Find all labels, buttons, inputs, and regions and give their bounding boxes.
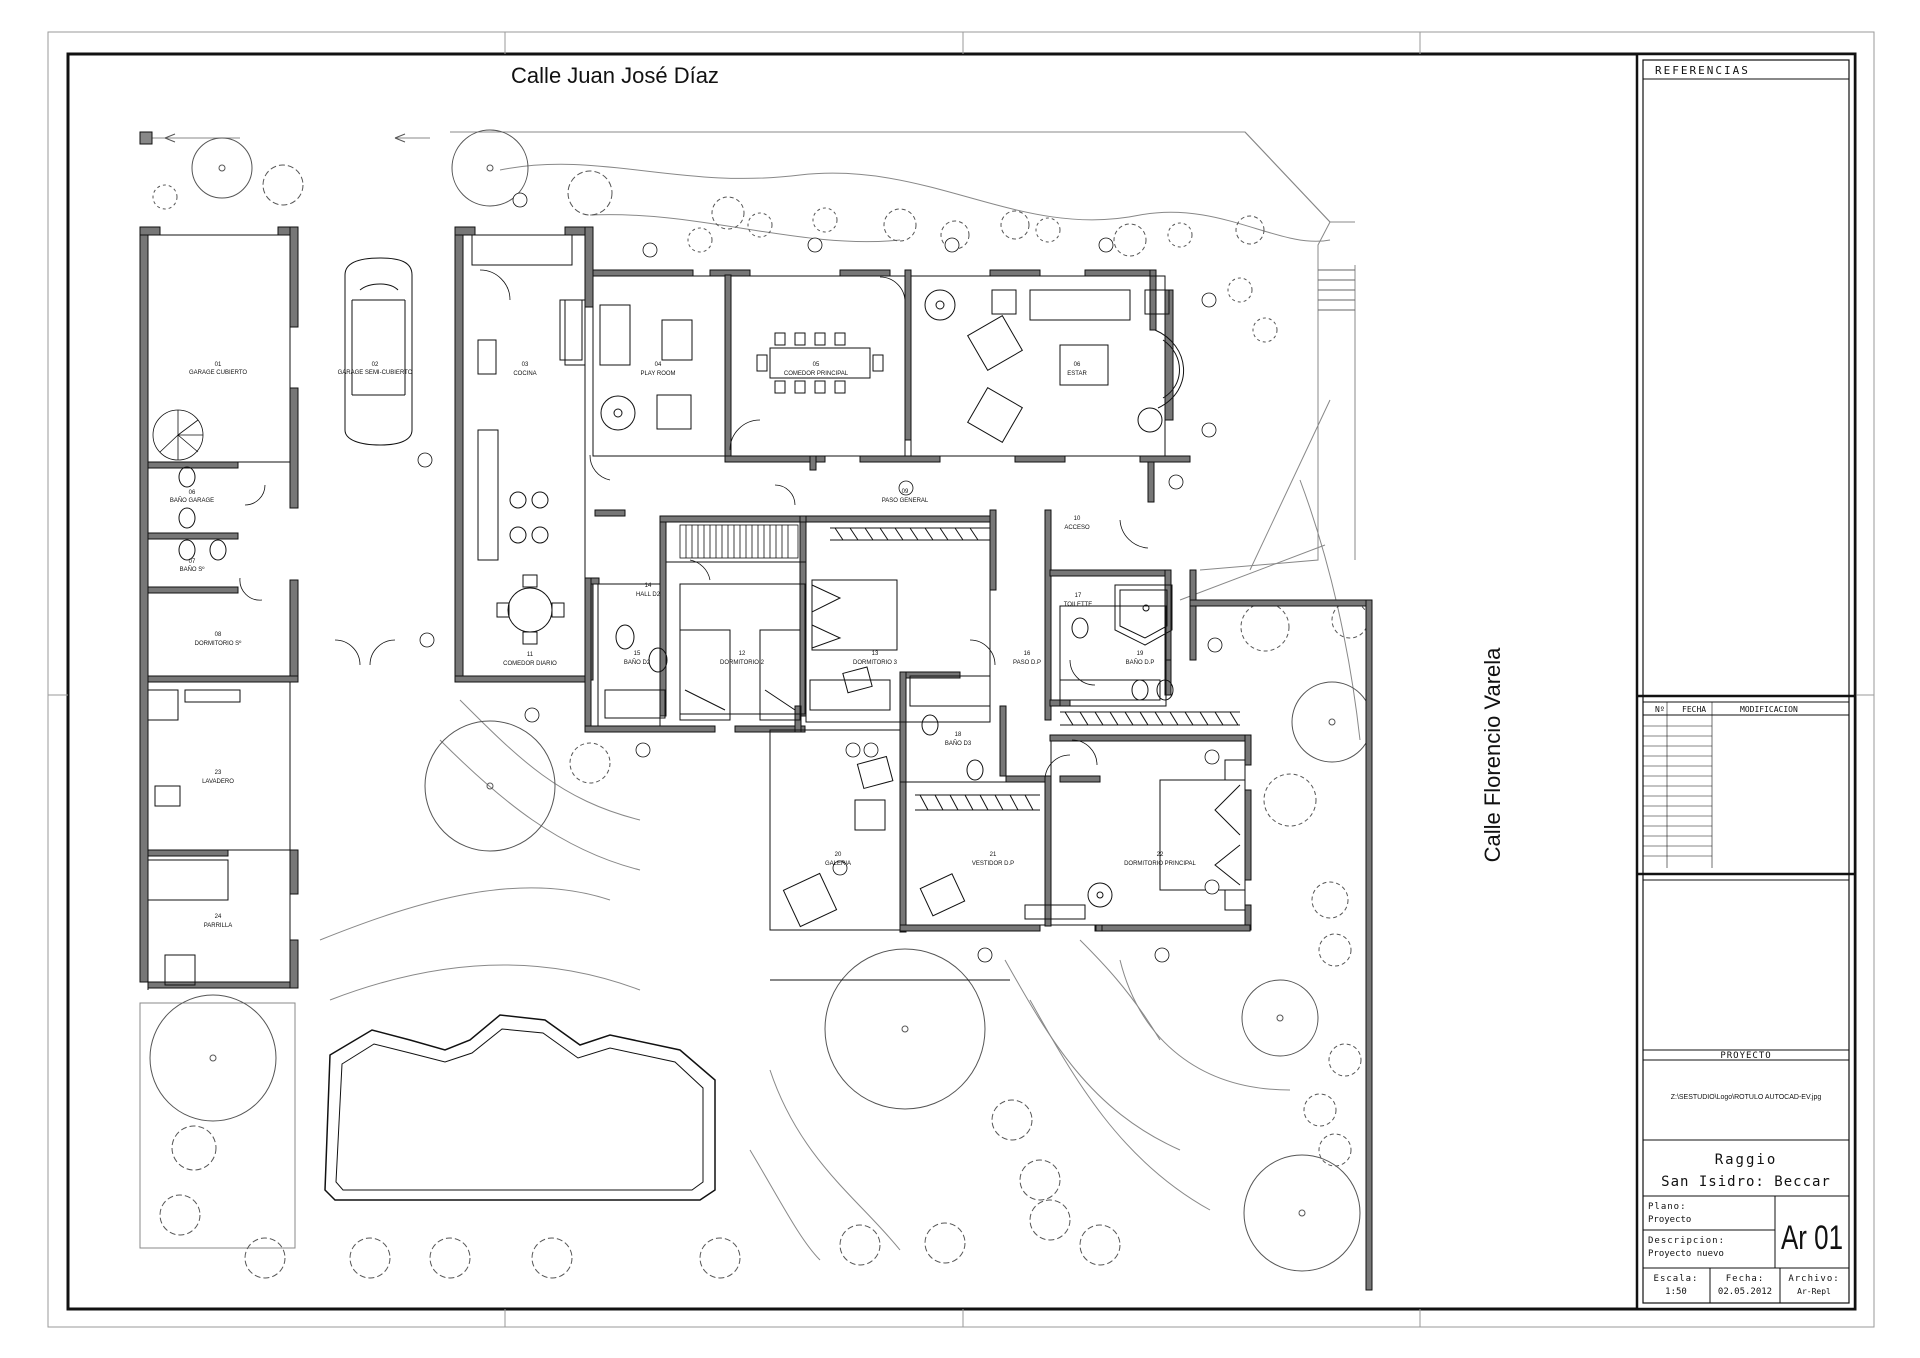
descripcion-value: Proyecto nuevo [1648, 1249, 1724, 1259]
direction-arrows [164, 133, 406, 143]
room-name-vestidor-dp: VESTIDOR D.P [972, 861, 1014, 867]
street-label-east: Calle Florencio Varela [1480, 647, 1505, 863]
descripcion-label: Descripcion: [1648, 1236, 1725, 1246]
archivo-value: Ar-Repl [1797, 1287, 1831, 1296]
room-num-lavadero: 23 [215, 770, 222, 776]
mod-header-fecha: FECHA [1682, 705, 1706, 714]
room-num-bano-garage: 06 [189, 490, 196, 496]
escala-label: Escala: [1654, 1274, 1699, 1284]
pool-inner [335, 1028, 704, 1191]
mod-header-modificacion: MODIFICACION [1740, 705, 1798, 714]
logo-placeholder-path: Z:\SESTUDIO\Logo\ROTULO AUTOCAD-EV.jpg [1671, 1094, 1822, 1101]
room-name-dormitorio-servicio: DORMITORIO Sº [195, 640, 243, 647]
room-name-acceso: ACCESO [1064, 525, 1090, 531]
room-name-garage-cubierto: GARAGE CUBIERTO [189, 370, 247, 376]
street-label-north: Calle Juan José Díaz [511, 63, 719, 88]
room-num-toilette: 17 [1075, 593, 1082, 599]
fecha-label: Fecha: [1726, 1274, 1765, 1284]
room-num-dormitorio-2: 12 [739, 651, 746, 657]
room-name-paso-general: PASO GENERAL [882, 498, 929, 504]
proyecto-header: PROYECTO [1720, 1051, 1771, 1061]
plano-label: Plano: [1648, 1202, 1687, 1212]
room-name-estar: ESTAR [1067, 371, 1087, 377]
room-num-vestidor-dp: 21 [990, 852, 997, 858]
room-name-bano-garage: BAÑO GARAGE [170, 497, 214, 504]
furniture [147, 234, 1246, 986]
pool-outer [324, 1014, 716, 1201]
partitions [147, 234, 1246, 990]
plano-value: Proyecto [1648, 1215, 1691, 1225]
room-name-garage-semi: GARAGE SEMI-CUBIERTO [338, 370, 413, 376]
car-icon [344, 257, 413, 446]
room-name-dormitorio-3: DORMITORIO 3 [853, 660, 898, 666]
archivo-label: Archivo: [1788, 1274, 1839, 1284]
room-num-parrilla: 24 [215, 914, 222, 920]
room-name-lavadero: LAVADERO [202, 779, 234, 785]
room-num-bano-d2: 15 [634, 651, 641, 657]
title-block: REFERENCIAS Nº FECHA MODIFICACION PROYEC… [1635, 52, 1857, 1311]
room-num-bano-servicio: 07 [189, 559, 196, 565]
room-num-galeria: 20 [835, 852, 842, 858]
room-name-dormitorio-principal: DORMITORIO PRINCIPAL [1124, 861, 1196, 867]
room-num-bano-dp: 19 [1137, 651, 1144, 657]
room-num-acceso: 10 [1074, 516, 1081, 522]
room-name-comedor-diario: COMEDOR DIARIO [503, 661, 557, 667]
sheet-number: Ar 01 [1781, 1219, 1843, 1257]
drawing-frame [66, 52, 1857, 1311]
site-marker [139, 131, 153, 145]
room-name-play-room: PLAY ROOM [640, 371, 675, 377]
mod-header-num: Nº [1655, 705, 1665, 714]
stairs [152, 409, 799, 559]
project-location: San Isidro: Beccar [1661, 1174, 1831, 1190]
section-markers [417, 192, 1223, 963]
escala-value: 1:50 [1665, 1287, 1687, 1297]
room-num-dormitorio-principal: 22 [1157, 852, 1164, 858]
client-name: Raggio [1715, 1152, 1778, 1168]
trees [149, 129, 1373, 1272]
room-name-toilette: TOILETTE [1064, 602, 1093, 608]
room-num-bano-d3: 18 [955, 732, 962, 738]
room-num-estar: 06 [1074, 362, 1081, 368]
room-num-dormitorio-3: 13 [872, 651, 879, 657]
referencias-header: REFERENCIAS [1655, 64, 1750, 77]
room-num-garage-cubierto: 01 [215, 362, 222, 368]
room-num-comedor-diario: 11 [527, 652, 534, 658]
room-name-hall-d2: HALL D2 [636, 592, 661, 598]
border-ticks [48, 32, 1874, 1327]
room-num-comedor-principal: 05 [813, 362, 820, 368]
room-name-galeria: GALERIA [825, 861, 851, 867]
room-num-paso-general: 09 [902, 489, 909, 495]
room-name-dormitorio-2: DORMITORIO 2 [720, 660, 765, 666]
room-num-cocina: 03 [522, 362, 529, 368]
room-num-dormitorio-servicio: 08 [215, 632, 222, 638]
room-name-bano-servicio: BAÑO Sº [180, 566, 206, 573]
room-name-cocina: COCINA [513, 371, 536, 377]
landscape [139, 131, 1361, 1261]
room-name-bano-d2: BAÑO D2 [624, 659, 651, 666]
room-num-hall-d2: 14 [645, 583, 652, 589]
shrubs [152, 164, 1369, 1279]
room-name-paso-dp: PASO D.P [1013, 660, 1041, 666]
doors [239, 269, 1149, 781]
room-num-paso-dp: 16 [1024, 651, 1031, 657]
room-name-comedor-principal: COMEDOR PRINCIPAL [784, 371, 849, 377]
room-num-garage-semi: 02 [372, 362, 379, 368]
outer-sheet-border [47, 31, 1875, 1328]
fecha-value: 02.05.2012 [1718, 1287, 1772, 1297]
room-name-parrilla: PARRILLA [204, 923, 233, 929]
room-num-play-room: 04 [655, 362, 662, 368]
room-name-bano-d3: BAÑO D3 [945, 740, 972, 747]
room-name-bano-dp: BAÑO D.P [1126, 659, 1155, 666]
room-labels: 01 GARAGE CUBIERTO 02 GARAGE SEMI-CUBIER… [170, 362, 1197, 929]
walls [139, 226, 1373, 1291]
